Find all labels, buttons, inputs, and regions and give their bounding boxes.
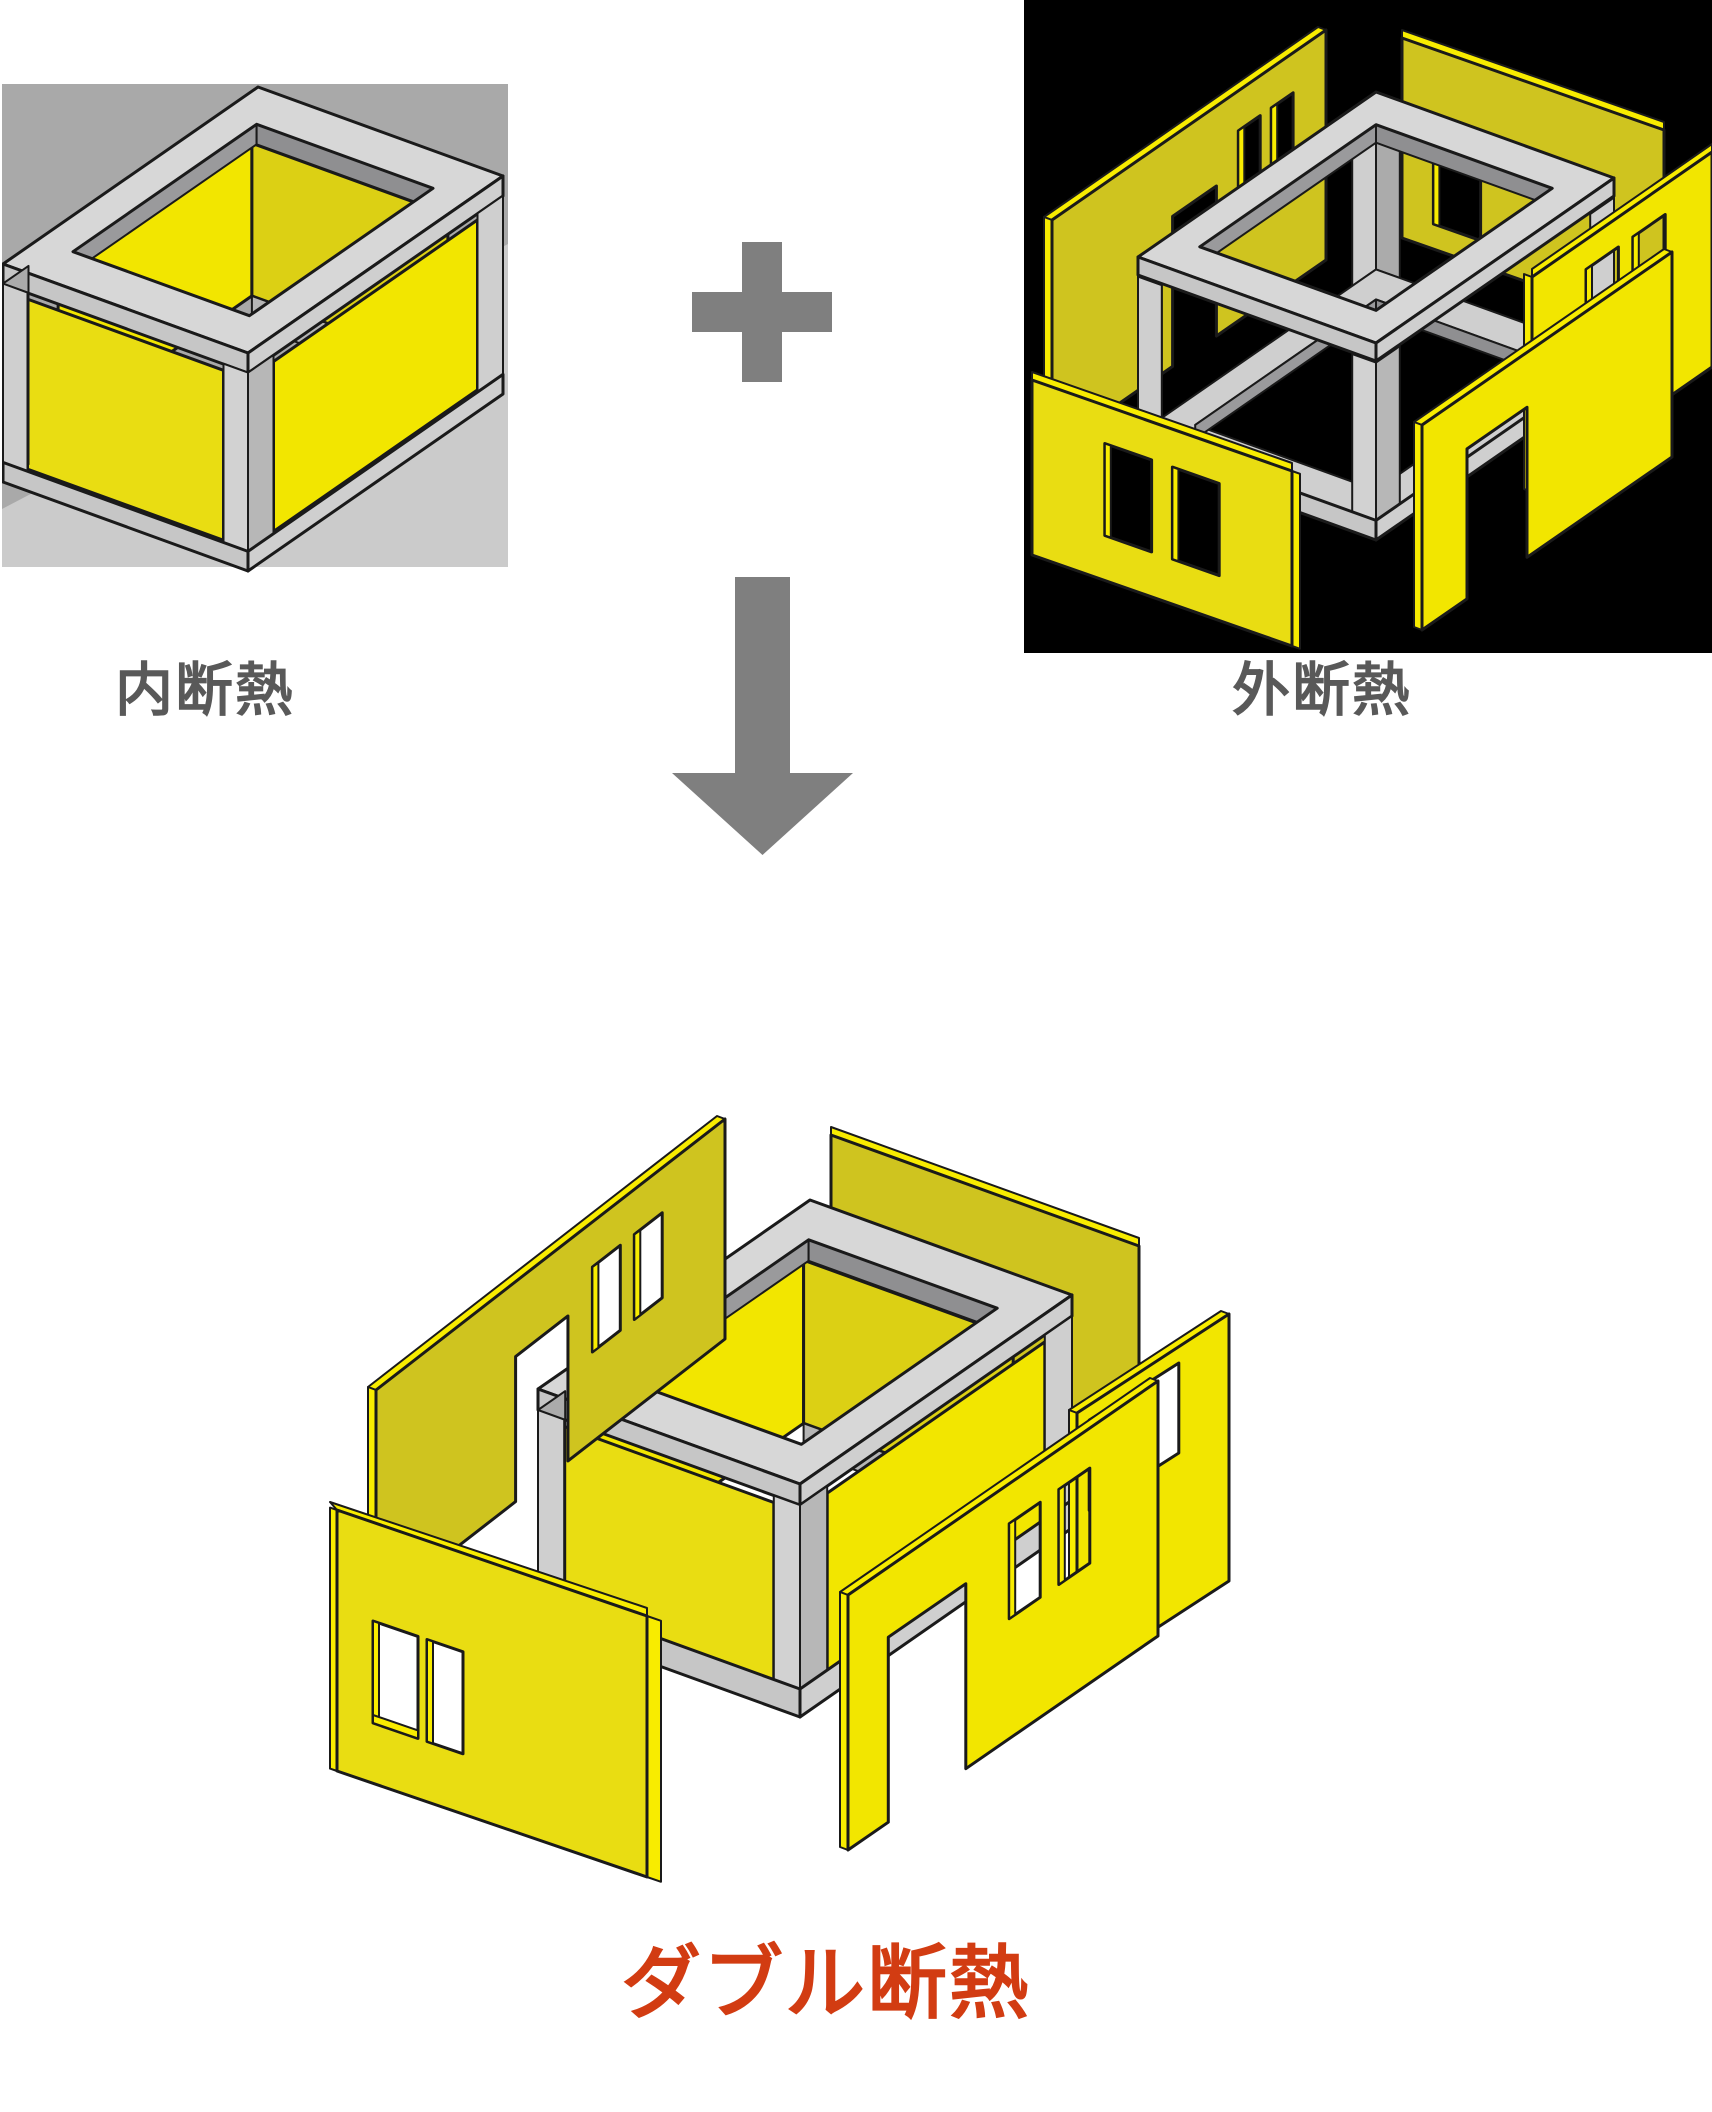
window-reveal [1057, 1484, 1066, 1586]
window-reveal [1103, 442, 1112, 539]
double-insulation-figure [329, 1115, 1231, 1883]
window-reveal [426, 1638, 434, 1745]
post-left-face [2, 282, 29, 492]
exterior-insulation-figure [1024, 0, 1712, 653]
frame-post-near-face [1375, 345, 1401, 522]
post-near-left-face [222, 362, 249, 572]
wall-edge-slab [646, 1615, 662, 1883]
window-reveal [591, 1261, 600, 1353]
double-insulation-label: ダブル断熱 [621, 1939, 1031, 2028]
rim-outer-right [1374, 176, 1616, 363]
base-right [246, 372, 505, 573]
window-reveal [1008, 1518, 1017, 1620]
window-reveal [372, 1620, 380, 1727]
wall-front-right-door [1420, 250, 1674, 632]
frame-post-near [1351, 353, 1377, 522]
interior-insulation-figure [2, 84, 508, 573]
window-reveal [633, 1229, 642, 1321]
exterior-insulation-label: 外断熱 [1231, 658, 1412, 723]
plus-icon [692, 242, 832, 382]
window-reveal [372, 1714, 419, 1740]
arrow-down-icon [672, 577, 853, 855]
interior-insulation-label: 内断熱 [114, 658, 295, 723]
wall-edge [1531, 143, 1712, 278]
window-reveal [1171, 466, 1180, 563]
